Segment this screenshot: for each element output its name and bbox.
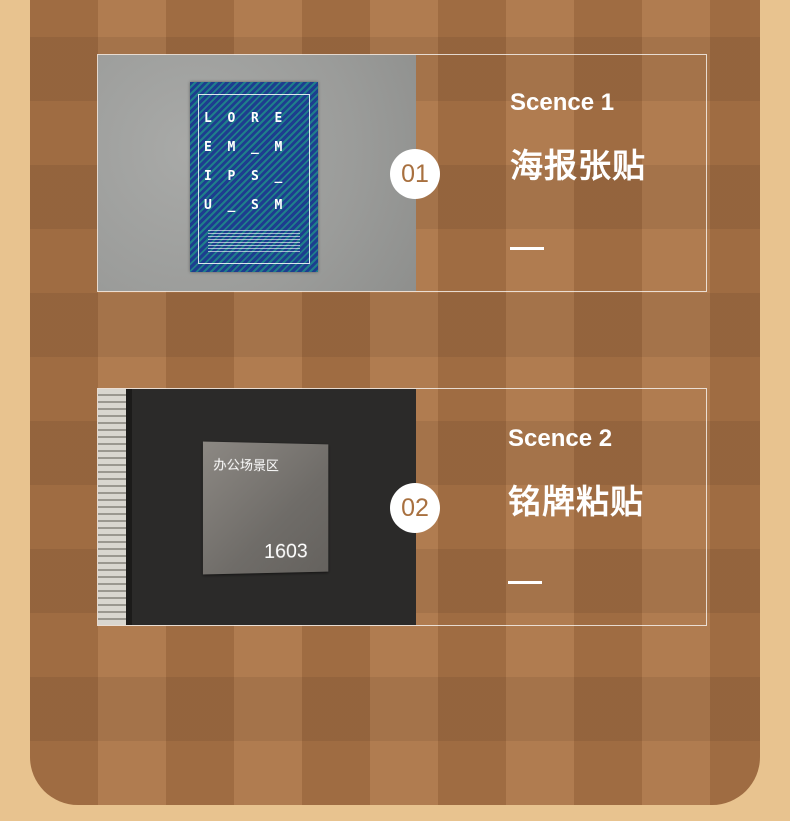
door-frame	[126, 389, 132, 625]
name-plate: 办公场景区 1603	[202, 441, 329, 575]
poster-frame	[198, 94, 310, 264]
plate-title: 办公场景区	[213, 458, 279, 475]
poster-fine-print	[208, 230, 300, 252]
scene-title-en: Scence 2	[508, 425, 613, 452]
window-blinds	[98, 389, 126, 625]
dash-divider	[510, 247, 544, 250]
poster-text: L O R E E M _ M I P S _ U _ S M	[204, 111, 283, 213]
plate-number: 1603	[264, 540, 308, 564]
scene-number-badge: 02	[390, 483, 440, 533]
dash-divider	[508, 581, 542, 584]
poster: L O R E E M _ M I P S _ U _ S M	[190, 82, 318, 272]
scene-card-1: L O R E E M _ M I P S _ U _ S M 01 Scenc…	[97, 54, 707, 292]
scene-card-2: 办公场景区 1603 02 Scence 2 铭牌粘贴	[97, 388, 707, 626]
scene-number-badge: 01	[390, 149, 440, 199]
poster-photo: L O R E E M _ M I P S _ U _ S M	[98, 55, 416, 291]
scene-title-cn: 海报张贴	[510, 146, 646, 185]
nameplate-photo: 办公场景区 1603	[98, 389, 416, 625]
scene-title-cn: 铭牌粘贴	[508, 482, 644, 521]
scene-title-en: Scence 1	[510, 89, 615, 116]
